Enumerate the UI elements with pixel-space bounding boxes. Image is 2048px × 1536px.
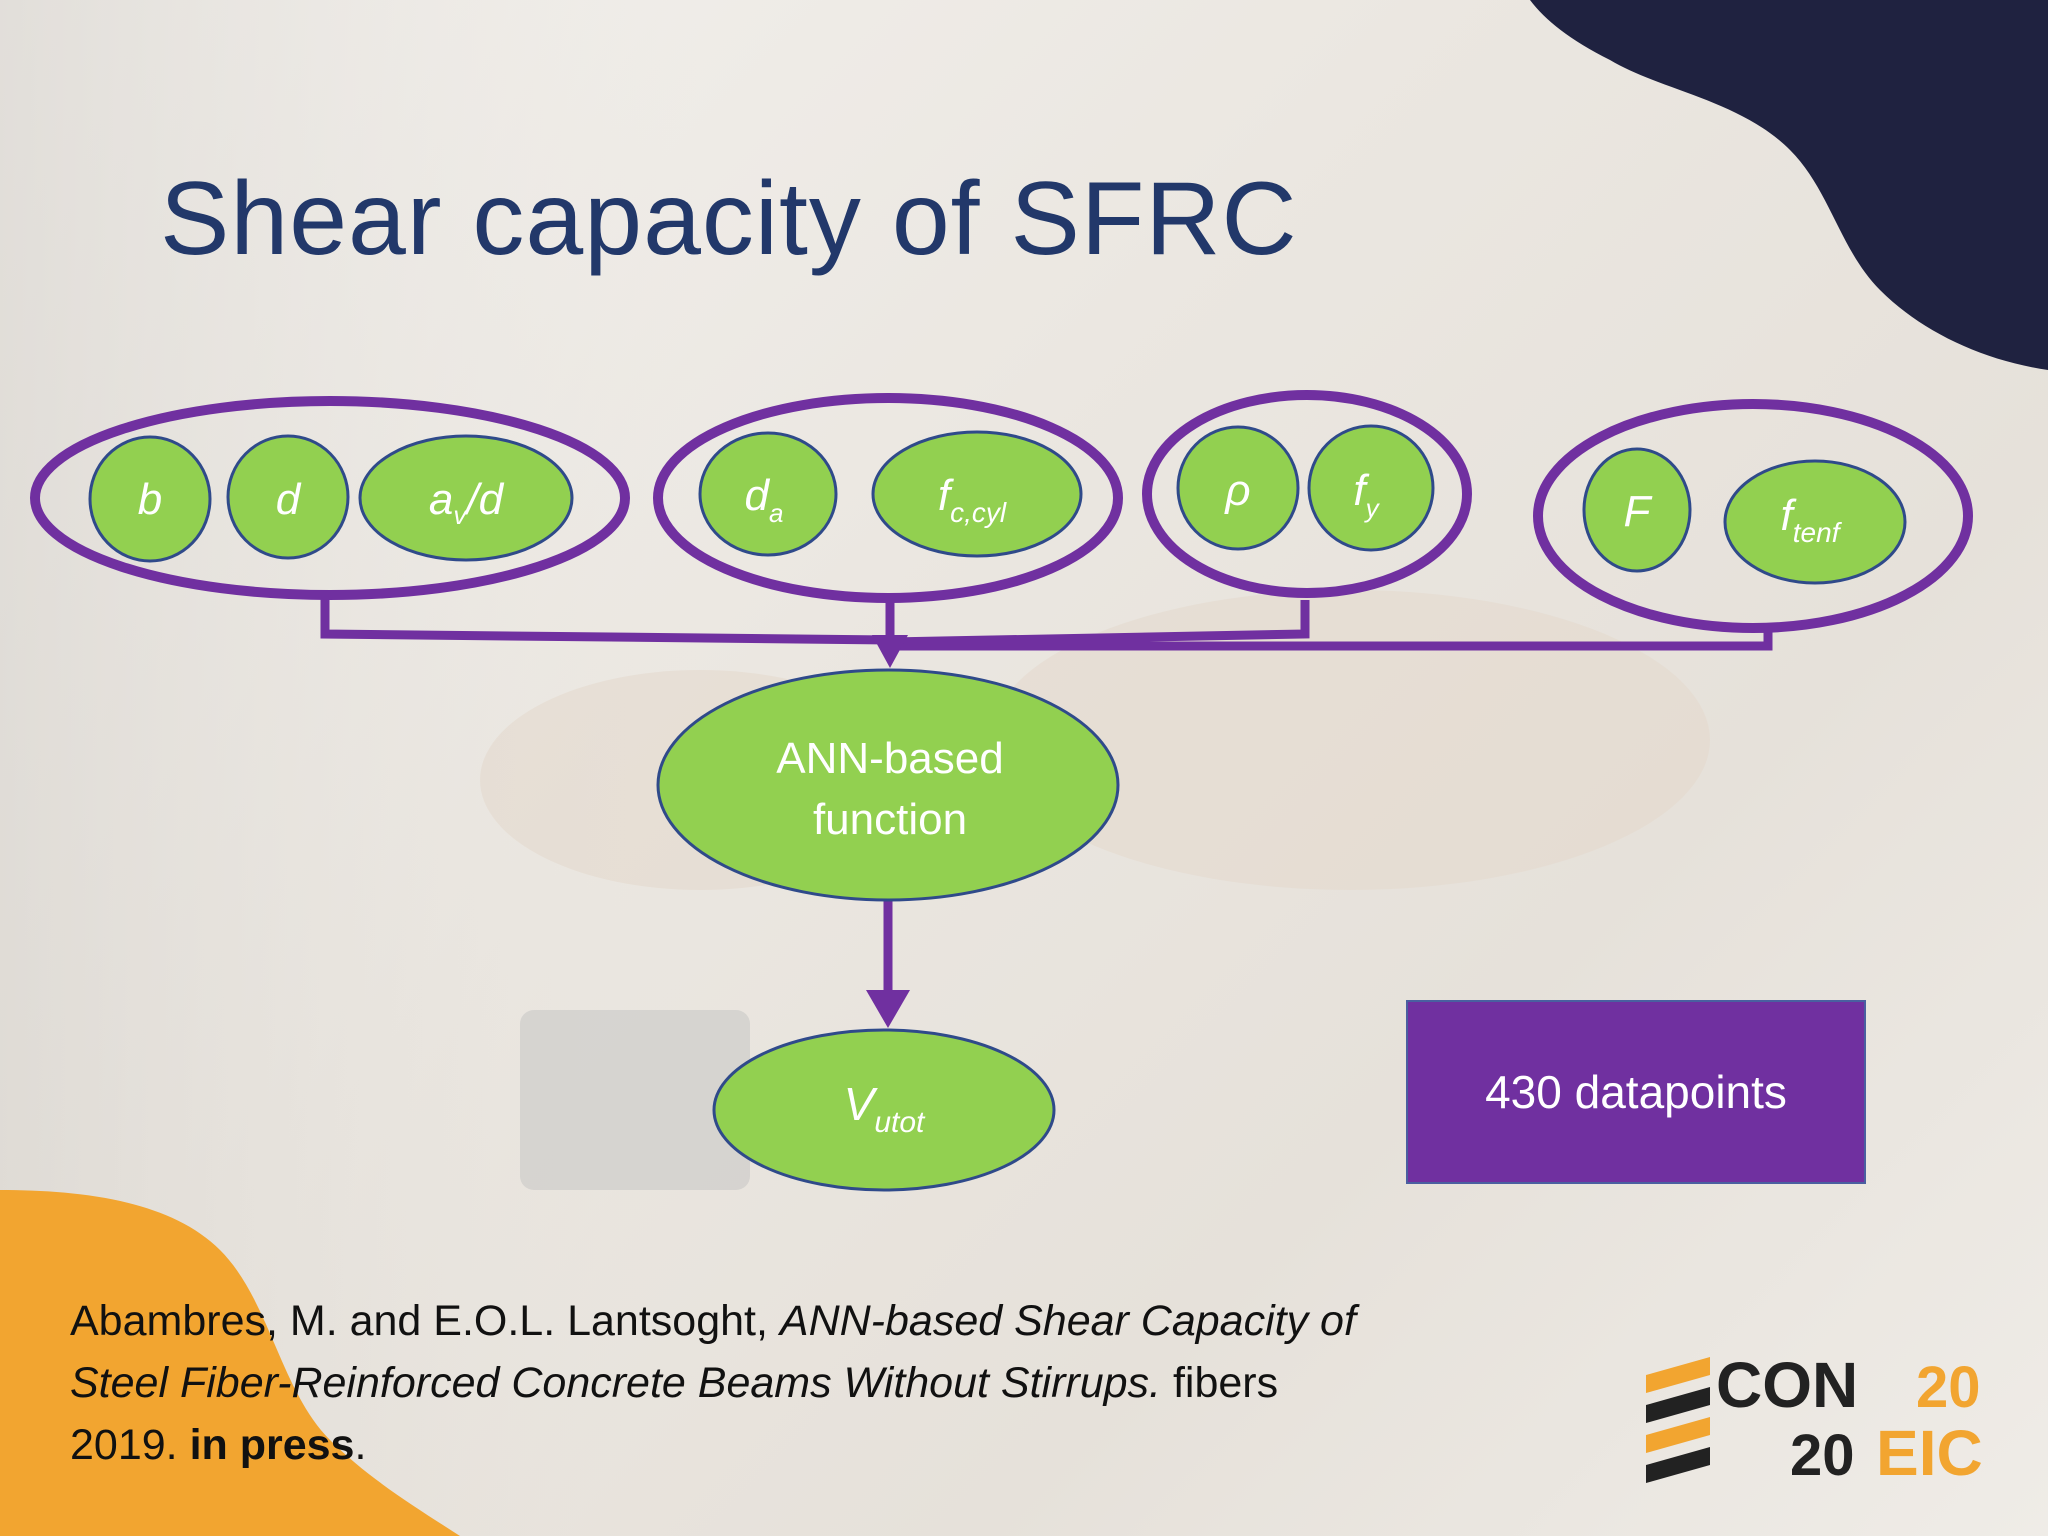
input-node-av-d — [358, 434, 574, 562]
input-node-rho — [1176, 425, 1300, 551]
logo-con: CON — [1716, 1349, 1858, 1421]
reference-citation: Abambres, M. and E.O.L. Lantsoght, ANN-b… — [70, 1290, 1470, 1476]
logo-20-top: 20 — [1916, 1355, 1981, 1420]
output-node-label: Vutot — [844, 1078, 926, 1139]
datapoints-label: 430 datapoints — [1485, 1066, 1787, 1118]
reference-year: 2019. — [70, 1421, 190, 1469]
input-node-fy — [1307, 424, 1435, 552]
label-d: d — [276, 475, 302, 524]
output-node — [712, 1028, 1056, 1192]
input-group-outlines — [30, 390, 1973, 633]
input-group-2 — [653, 393, 1123, 603]
blurred-hand — [990, 590, 1710, 890]
reference-journal: fibers — [1161, 1359, 1279, 1407]
label-av-d: av/d — [429, 475, 505, 530]
navy-corner-blob — [1530, 0, 2048, 370]
input-group-1 — [30, 396, 630, 600]
label-b: b — [138, 475, 162, 524]
function-node — [656, 668, 1120, 902]
connector-group-1 — [320, 598, 891, 645]
econ-eic-logo: CON 20 20 EIC — [1646, 1349, 1983, 1489]
label-da: da — [745, 471, 784, 528]
reference-status: in press — [189, 1421, 355, 1469]
input-node-da — [698, 431, 838, 557]
input-group-3 — [1142, 390, 1472, 598]
label-F: F — [1624, 487, 1653, 536]
logo-20-bottom: 20 — [1790, 1423, 1855, 1488]
reference-authors: Abambres, M. and E.O.L. Lantsoght, — [70, 1297, 780, 1345]
orange-corner-blob — [0, 1190, 460, 1536]
slide-title: Shear capacity of SFRC — [160, 161, 1298, 277]
input-node-F — [1582, 447, 1692, 573]
datapoints-box: 430 datapoints — [1406, 1000, 1866, 1184]
function-node-line1: ANN-based — [776, 734, 1003, 783]
input-nodes — [88, 424, 1907, 585]
label-rho: ρ — [1223, 466, 1250, 515]
connectors — [320, 598, 1773, 995]
blurred-tablet — [520, 1010, 750, 1190]
logo-eic: EIC — [1876, 1417, 1983, 1489]
input-node-b — [88, 435, 212, 563]
label-ftenf: ftenf — [1781, 491, 1843, 548]
logo-mark — [1646, 1357, 1710, 1483]
reference-end: . — [354, 1421, 367, 1469]
input-node-fc-cyl — [871, 430, 1083, 558]
input-node-d — [226, 434, 350, 560]
connector-group-4 — [890, 632, 1773, 651]
input-node-ftenf — [1723, 459, 1907, 585]
function-node-line2: function — [813, 795, 967, 844]
connector-group-3 — [889, 600, 1310, 647]
arrowhead-to-function — [872, 635, 908, 668]
arrowhead-to-output — [866, 990, 910, 1028]
input-group-4 — [1533, 399, 1973, 633]
reference-title-1: ANN-based Shear Capacity of — [779, 1297, 1356, 1345]
reference-title-2: Steel Fiber-Reinforced Concrete Beams Wi… — [70, 1359, 1161, 1407]
